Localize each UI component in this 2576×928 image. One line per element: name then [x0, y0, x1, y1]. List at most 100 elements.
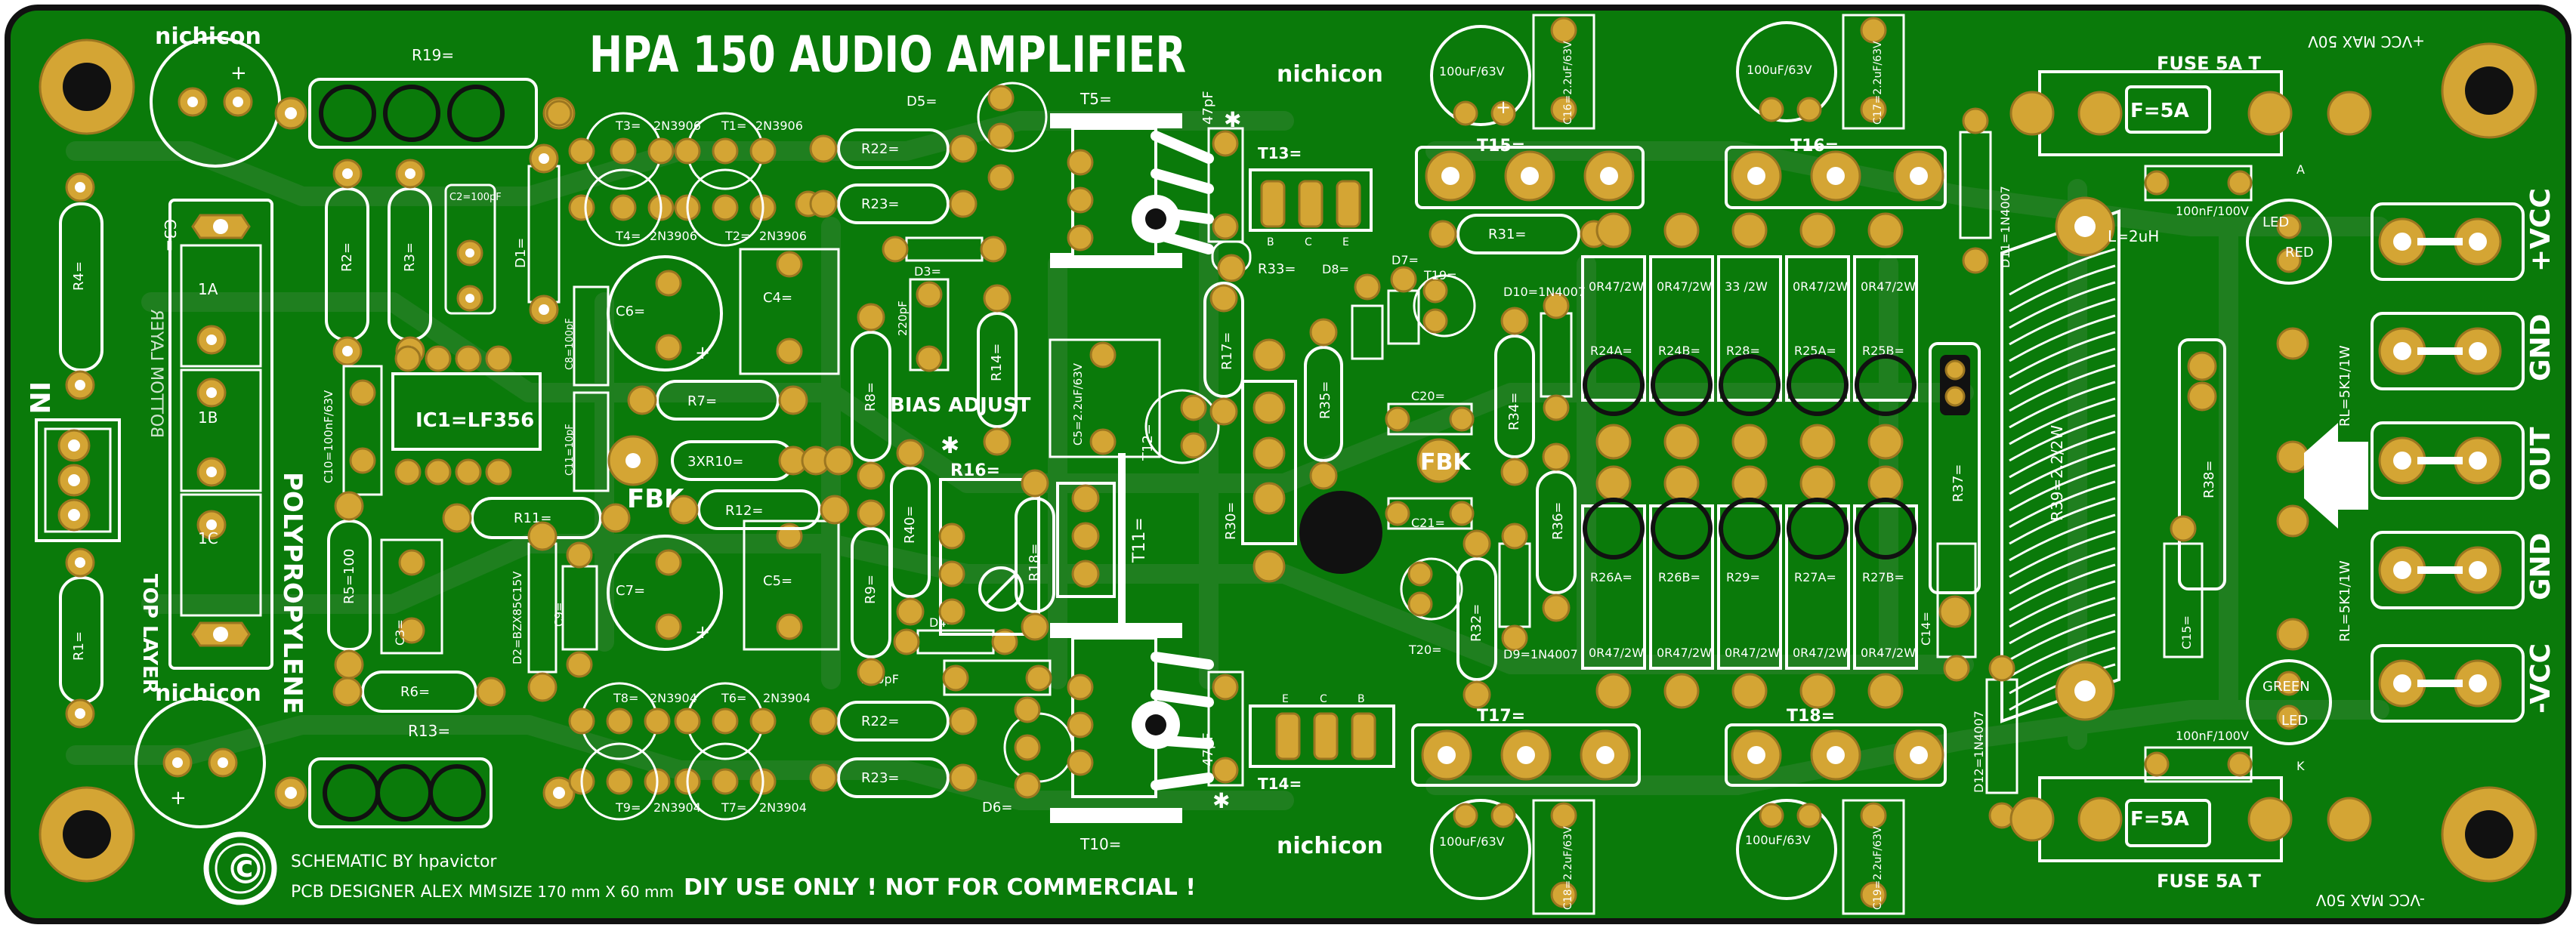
cap-c14 — [1936, 542, 1977, 682]
c8-label: C8=100pF — [564, 318, 576, 370]
cap-c9 — [561, 541, 598, 678]
t13-b: B — [1267, 236, 1274, 248]
terminal-hole — [2469, 233, 2487, 251]
r3-label: R3= — [402, 242, 418, 272]
trimmer-r16[interactable] — [938, 478, 1040, 636]
c16-label: C16=2.2uF/63V — [1562, 41, 1574, 125]
resistor-r34 — [1494, 307, 1535, 486]
emitter-resistor-value: 0R47/2W — [1861, 646, 1916, 660]
coil-winding — [2009, 381, 2116, 429]
pad — [1731, 465, 1768, 501]
pad — [1731, 673, 1768, 709]
emitter-resistor-value: 33 /2W — [1725, 279, 1768, 294]
c100uf-label-3: 100uF/63V — [1439, 834, 1505, 849]
diode-d7 — [1387, 266, 1420, 345]
r39-label: R39=2.2/2W — [2048, 425, 2066, 521]
c11-label: C11=10pF — [564, 424, 576, 476]
pad — [1867, 424, 1904, 460]
resistor-r13 — [274, 757, 576, 828]
copyright-logo — [203, 831, 277, 905]
r19-label: R19= — [412, 46, 454, 64]
c3-1b: 1B — [198, 409, 218, 427]
pad — [1867, 673, 1904, 709]
r36-label: R36= — [1550, 502, 1566, 541]
d12-label: D12=1N4007 — [1972, 711, 1986, 793]
pad — [1867, 465, 1904, 501]
resistor-body — [1719, 498, 1781, 560]
emitter-resistor-name: R27A= — [1794, 570, 1836, 584]
resistor-r23-top — [809, 183, 978, 224]
c15-label: C15= — [2179, 615, 2194, 649]
resistor-r22-top — [809, 128, 978, 169]
r4-label: R4= — [71, 261, 87, 291]
xr10-label: 3XR10= — [687, 454, 743, 470]
pad — [1731, 424, 1768, 460]
terminal-hole — [2393, 674, 2411, 692]
led-red — [2246, 199, 2332, 285]
fuse-top — [2009, 70, 2372, 156]
r2-label: R2= — [339, 242, 355, 272]
transistor-t12 — [1144, 389, 1220, 464]
mounting-hole-tr — [2441, 42, 2537, 139]
t18-label: T18= — [1787, 707, 1835, 726]
t12-label: T12= — [1140, 424, 1156, 461]
credit-schematic: SCHEMATIC BY hpavictor — [291, 852, 497, 871]
cap-47pf-bottom — [1207, 671, 1244, 787]
terminal-hole — [2469, 561, 2487, 579]
resistor-r23-bottom — [809, 757, 978, 798]
t17-label: T17= — [1477, 707, 1525, 726]
c3-label-b: C3= — [393, 619, 407, 646]
led-green — [2246, 659, 2332, 745]
ic1-label: IC1=LF356 — [415, 409, 534, 432]
c2-label: C2=100pF — [449, 192, 502, 203]
cap-c15 — [2163, 515, 2204, 658]
resistor-body — [1855, 498, 1917, 560]
emitter-resistor-bottom — [1785, 504, 1850, 670]
emitter-resistor-name: R25B= — [1862, 344, 1904, 358]
coil-winding — [2009, 298, 2116, 346]
c19-label: C19=2.2uF/63V — [1872, 826, 1884, 910]
r31-label: R31= — [1488, 227, 1527, 242]
brand-logo-3: nichicon — [1277, 61, 1383, 88]
coil-winding — [2009, 513, 2116, 562]
resistor-r14 — [977, 284, 1018, 456]
pad — [1595, 465, 1632, 501]
c100nf-top-label: 100nF/100V — [2176, 204, 2249, 218]
resistor-body — [1719, 354, 1781, 416]
terminal-hole — [2393, 233, 2411, 251]
cap-100nf-top — [2144, 165, 2253, 202]
r35-label: R35= — [1317, 381, 1333, 420]
coil-winding — [2009, 248, 2116, 296]
bottom-layer-mirrored: BOTTOM LAYER — [147, 309, 165, 438]
emitter-resistor-name: R24A= — [1590, 344, 1632, 358]
c9-label: C9= — [552, 602, 566, 627]
cap-c4 — [739, 248, 840, 375]
terminal-label: OUT — [2525, 427, 2556, 491]
fuse-bottom-label: FUSE 5A T — [2157, 871, 2262, 892]
pad — [1595, 673, 1632, 709]
cap-c21 — [1385, 497, 1475, 530]
r6-label: R6= — [400, 684, 430, 700]
c4-label: C4= — [763, 290, 792, 306]
resistor-r1 — [59, 547, 103, 729]
emitter-resistor-top — [1853, 255, 1918, 402]
cap-220pf-bottom — [942, 659, 1052, 696]
emitter-resistor-name: R24B= — [1658, 344, 1700, 358]
emitter-resistor-value: 0R47/2W — [1793, 279, 1848, 294]
t6-label: T6= — [721, 691, 746, 705]
diode-d2 — [527, 521, 558, 702]
diode-d11 — [1959, 107, 1992, 274]
c17-label: C17=2.2uF/63V — [1872, 41, 1884, 125]
resistor-r7 — [627, 380, 808, 421]
led-red-color: RED — [2285, 245, 2314, 261]
c5-label: C5= — [763, 573, 792, 589]
emitter-resistor-top — [1717, 255, 1782, 402]
led-green-label: LED — [2281, 713, 2308, 729]
t20-label: T20= — [1408, 643, 1442, 657]
ic1-lf356 — [391, 345, 542, 486]
coil-winding — [2009, 613, 2116, 661]
r1-label: R1= — [71, 631, 87, 661]
t14-b: B — [1357, 693, 1365, 705]
d9-label: D9=1N4007 — [1503, 647, 1578, 661]
bias-arrow-icon: ✱ — [941, 433, 959, 459]
